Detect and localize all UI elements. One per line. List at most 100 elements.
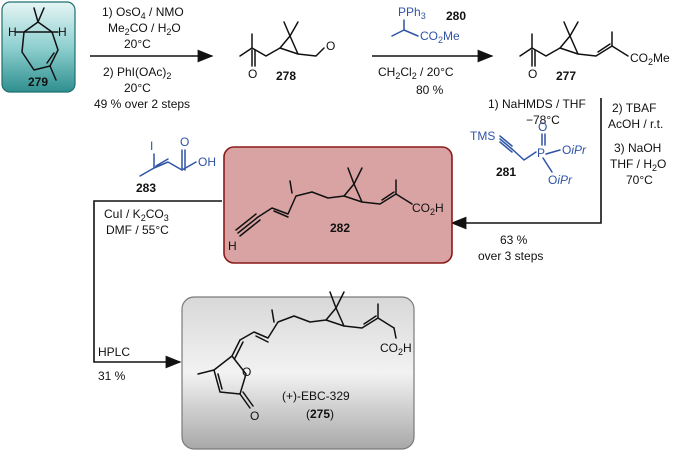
bond (311, 191, 345, 199)
svg-text:CO2H: CO2H (412, 201, 444, 217)
s1-text: 1) OsO (102, 5, 141, 19)
s3-text: AcOH / r.t. (608, 117, 663, 131)
compound-278: O O 278 (239, 21, 335, 83)
bond (393, 327, 397, 339)
bond (343, 183, 363, 203)
atom-o: O (250, 409, 259, 423)
atom-o: O (528, 67, 537, 81)
s5-text: HPLC (98, 345, 130, 359)
compound-277-label: 277 (556, 69, 576, 83)
bond (239, 47, 281, 57)
compound-275: CO2H O O (+)-EBC-329 (275) (181, 291, 415, 450)
compound-279-label: 279 (28, 75, 48, 89)
s1-temp: 20°C (124, 37, 151, 51)
bond (559, 35, 579, 55)
atom-h: H (58, 25, 67, 39)
arrow-step-4 (93, 200, 222, 369)
bond (217, 373, 223, 390)
atom-h: H (8, 25, 17, 39)
s4-text: DMF / 55°C (106, 223, 169, 237)
reagent-281-o: O (538, 120, 547, 134)
compound-279: H H 279 (1, 1, 76, 93)
svg-text:1) OsO4 / NMO: 1) OsO4 / NMO (102, 5, 184, 21)
bond (531, 49, 536, 67)
compound-282-box (223, 146, 453, 264)
s2-yield: 80 % (416, 83, 444, 97)
bond (381, 191, 395, 201)
bond (255, 335, 269, 343)
svg-text:CH2Cl2 / 20°C: CH2Cl2 / 20°C (378, 65, 454, 81)
bond (231, 339, 244, 359)
bond (325, 307, 345, 327)
reagent-281-label: 281 (496, 165, 516, 179)
s3-text: 3) NaOH (614, 141, 661, 155)
atom-o: O (248, 67, 257, 81)
reagent-283-oh: OH (198, 155, 216, 169)
svg-text:2) PhI(OAc)2: 2) PhI(OAc)2 (103, 65, 171, 81)
bond (33, 7, 45, 23)
step-1-conditions: 1) OsO4 / NMO Me2CO / H2O 20°C 2) PhI(OA… (90, 5, 214, 111)
s3-text: 2) TBAF (612, 101, 656, 115)
bond (213, 355, 247, 395)
bond (257, 191, 313, 218)
atom-o: O (326, 39, 335, 53)
reagent-283-label: 283 (136, 181, 156, 195)
s3-text: 70°C (626, 173, 653, 187)
bond (363, 315, 377, 325)
reagent-281-tms: TMS (470, 129, 495, 143)
svg-text:CO2Me: CO2Me (630, 51, 670, 67)
reagent-283-i: I (150, 139, 153, 153)
bond (329, 291, 345, 309)
svg-text:OiPr: OiPr (548, 173, 573, 187)
compound-277: O CO2Me 277 (519, 21, 670, 83)
svg-text:PPh3: PPh3 (398, 5, 426, 21)
bond (541, 133, 546, 146)
bond (597, 43, 611, 53)
s3-yield: 63 % (500, 233, 528, 247)
bond (577, 45, 629, 57)
bond (273, 210, 289, 218)
reagent-280-label: 280 (446, 9, 466, 23)
atom-o: O (242, 365, 251, 379)
bond (542, 149, 561, 173)
svg-text:Me2CO / H2O: Me2CO / H2O (108, 21, 181, 37)
compound-275-box (181, 296, 415, 450)
s3-text: 1) NaHMDS / THF (488, 97, 586, 111)
svg-text:OiPr: OiPr (562, 143, 587, 157)
bond (235, 213, 261, 237)
bond (283, 21, 299, 37)
bond (197, 369, 215, 375)
compound-275-name: (+)-EBC-329 (282, 389, 350, 403)
s3-text: −78°C (526, 113, 560, 127)
bond (46, 52, 55, 64)
step-2-conditions: PPh3 280 CO2Me CH2Cl2 / 20°C 80 % (372, 5, 494, 97)
s1-temp-2: 20°C (124, 81, 151, 95)
bond (297, 47, 325, 57)
svg-text:(275): (275) (306, 407, 334, 421)
reagent-283-o: O (180, 135, 189, 149)
bond (391, 19, 419, 37)
step-4-conditions: I O OH 283 CuI / K2CO3 DMF / 55°C HPLC 3… (93, 135, 222, 383)
step-3-conditions: 2) TBAF AcOH / r.t. 3) NaOH THF / H2O 70… (450, 97, 666, 263)
bond (289, 180, 293, 194)
arrow-step-3 (450, 98, 602, 230)
svg-text:CO2H: CO2H (380, 341, 412, 357)
bond (239, 391, 254, 409)
bond (271, 309, 275, 323)
bond (279, 35, 299, 55)
svg-text:THF / H2O: THF / H2O (610, 157, 666, 173)
bond (181, 149, 197, 171)
compound-275-label: 275 (310, 407, 330, 421)
bond (343, 317, 395, 329)
bond (49, 65, 57, 81)
bond (139, 153, 183, 177)
bond (519, 47, 561, 57)
bond (239, 315, 327, 341)
s3-yield-note: over 3 steps (478, 249, 543, 263)
bond (563, 21, 579, 37)
compound-282: CO2H H 282 (223, 146, 453, 264)
s5-yield: 31 % (98, 369, 126, 383)
reagent-281-p: P (537, 146, 545, 160)
